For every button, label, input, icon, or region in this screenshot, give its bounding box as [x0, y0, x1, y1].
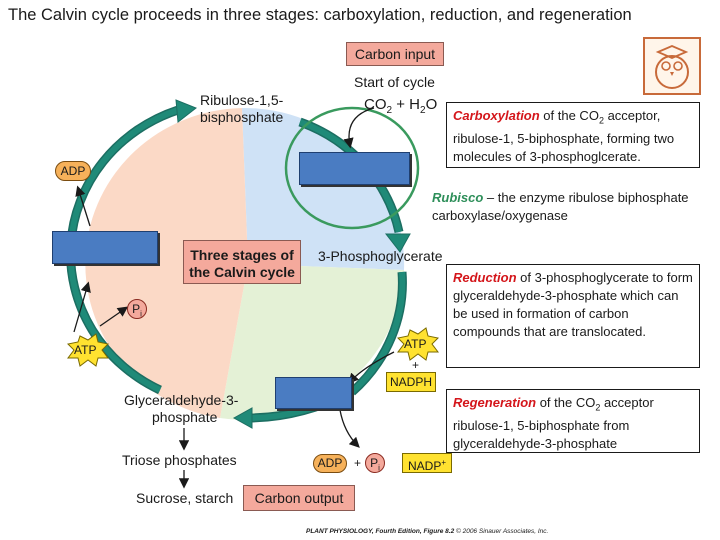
adp-pill-left: ADP [55, 161, 91, 181]
plus-sign-right: + [412, 358, 420, 372]
ribulose-label: Ribulose-1,5-bisphosphate [200, 92, 284, 125]
triose-phosphates-label: Triose phosphates [122, 452, 237, 468]
pi-circle-bottom: Pi [365, 453, 385, 473]
page-title: The Calvin cycle proceeds in three stage… [8, 6, 632, 24]
plus-sign-bottom: + [354, 456, 362, 470]
carboxylation-sector [242, 107, 405, 270]
carboxylation-term: Carboxylation [453, 108, 540, 123]
regeneration-sector [85, 108, 248, 418]
carboxylation-box: Carboxylation of the CO2 acceptor, ribul… [446, 102, 700, 168]
pi-out-arrow [99, 306, 129, 327]
adp-out-arrow [75, 185, 91, 227]
atp-starburst-left [66, 333, 110, 367]
nadph-box: NADPH [386, 372, 436, 392]
atp-in-arrow [73, 281, 91, 333]
pi-circle-left: Pi [127, 299, 147, 319]
hidden-label-regeneration [52, 231, 158, 264]
carbon-output-box: Carbon output [243, 485, 355, 511]
regeneration-box: Regeneration of the CO2 acceptor ribulos… [446, 389, 700, 453]
rubisco-text: Rubisco – the enzyme ribulose biphosphat… [432, 190, 689, 223]
adp-pill-bottom: ADP [313, 454, 347, 473]
atp-starburst-right [396, 327, 440, 361]
start-of-cycle-label: Start of cycle [354, 74, 435, 90]
owl-logo [643, 37, 701, 95]
atp-label-left: ATP [74, 343, 97, 357]
cycle-arrowhead-regeneration [175, 99, 197, 123]
reduction-box: Reduction of 3-phosphoglycerate to form … [446, 264, 700, 368]
reduction-sector [220, 264, 404, 420]
reduction-term: Reduction [453, 270, 517, 285]
cycle-arrowhead-reduction [232, 407, 253, 429]
hidden-label-reduction [275, 377, 352, 409]
co2-in-arrow [343, 107, 375, 149]
phosphoglycerate-label: 3-Phosphoglycerate [318, 248, 443, 264]
figure-credit: PLANT PHYSIOLOGY, Fourth Edition, Figure… [306, 528, 549, 535]
atp-nadph-in-arrow [348, 351, 395, 384]
hidden-label-carboxylation [299, 152, 410, 185]
rubisco-ellipse [284, 106, 420, 230]
adp-pi-out-arrow [339, 409, 360, 448]
co2-h2o-label: CO2 + H2O [364, 96, 438, 116]
atp-label-right: ATP [404, 337, 427, 351]
carbon-input-box: Carbon input [346, 42, 444, 66]
cycle-arrow-reduction-fill [350, 271, 406, 395]
sucrose-starch-label: Sucrose, starch [136, 490, 234, 506]
cycle-arrowhead-carboxylation [384, 233, 411, 253]
regeneration-term: Regeneration [453, 395, 537, 410]
glyceraldehyde-label: Glyceraldehyde-3-phosphate [124, 392, 239, 425]
rubisco-term: Rubisco [432, 190, 484, 205]
nadp-box: NADP+ [402, 453, 452, 473]
